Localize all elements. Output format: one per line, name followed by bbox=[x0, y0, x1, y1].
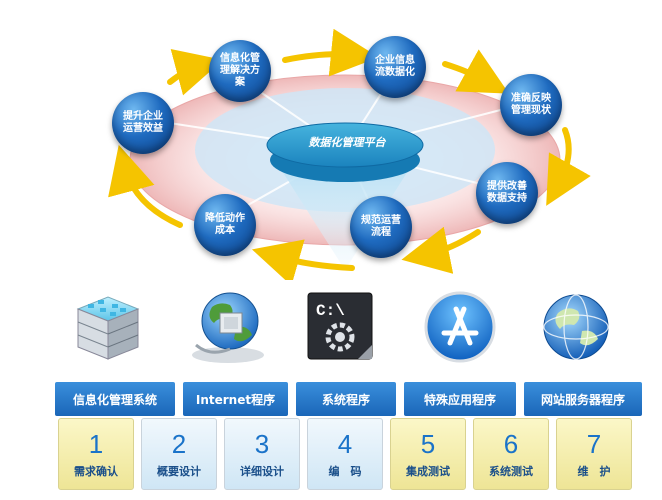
step-label: 详细设计 bbox=[240, 465, 284, 478]
node-improve-efficiency: 提升企业运营效益 bbox=[112, 92, 174, 154]
step-number: 5 bbox=[420, 429, 436, 459]
category-internet-program: Internet程序 bbox=[183, 382, 288, 416]
category-system-program: 系统程序 bbox=[296, 382, 396, 416]
server-stack-icon bbox=[58, 282, 158, 372]
step-maintenance: 7 维 护 bbox=[556, 418, 632, 490]
step-label: 编 码 bbox=[328, 465, 362, 478]
step-system-test: 6 系统测试 bbox=[473, 418, 549, 490]
step-label: 维 护 bbox=[577, 465, 611, 478]
step-label: 概要设计 bbox=[157, 465, 201, 478]
step-label: 需求确认 bbox=[74, 465, 118, 478]
cycle-arrows bbox=[108, 28, 591, 280]
network-globe-icon bbox=[178, 282, 278, 372]
node-standardize-operation: 规范运营流程 bbox=[350, 196, 412, 258]
category-web-server-program: 网站服务器程序 bbox=[524, 382, 642, 416]
web-globe-icon bbox=[526, 282, 626, 372]
program-category-bar: 信息化管理系统 Internet程序 系统程序 特殊应用程序 网站服务器程序 bbox=[0, 382, 662, 418]
command-prompt-icon: C:\ bbox=[290, 282, 390, 372]
platform-cone bbox=[275, 160, 415, 270]
step-number: 3 bbox=[254, 429, 270, 459]
category-special-application: 特殊应用程序 bbox=[404, 382, 516, 416]
step-number: 4 bbox=[337, 429, 353, 459]
category-info-management-system: 信息化管理系统 bbox=[55, 382, 175, 416]
step-label: 系统测试 bbox=[489, 465, 533, 478]
step-outline-design: 2 概要设计 bbox=[141, 418, 217, 490]
step-number: 2 bbox=[171, 429, 187, 459]
node-reflect-management-status: 准确反映管理现状 bbox=[500, 74, 562, 136]
step-label: 集成测试 bbox=[406, 465, 450, 478]
node-reduce-cost: 降低动作成本 bbox=[194, 194, 256, 256]
process-cycle-diagram: 数据化管理平台 信息化管理解决方案 企业信息流数据化 准确反映管理现状 提供改善… bbox=[108, 28, 591, 280]
step-number: 1 bbox=[88, 429, 104, 459]
step-number: 7 bbox=[586, 429, 602, 459]
node-info-management-solution: 信息化管理解决方案 bbox=[209, 40, 271, 102]
step-detailed-design: 3 详细设计 bbox=[224, 418, 300, 490]
step-requirement-confirmation: 1 需求确认 bbox=[58, 418, 134, 490]
node-enterprise-info-flow: 企业信息流数据化 bbox=[364, 36, 426, 98]
platform-top bbox=[266, 122, 424, 168]
app-store-icon bbox=[410, 282, 510, 372]
development-steps: 1 需求确认 2 概要设计 3 详细设计 4 编 码 5 集成测试 6 系统测试… bbox=[0, 418, 662, 498]
center-platform-label: 数据化管理平台 bbox=[308, 136, 386, 149]
icon-row: C:\ bbox=[0, 282, 662, 372]
step-coding: 4 编 码 bbox=[307, 418, 383, 490]
step-integration-test: 5 集成测试 bbox=[390, 418, 466, 490]
node-improvement-data-support: 提供改善数据支持 bbox=[476, 162, 538, 224]
cmd-prompt-text: C:\ bbox=[316, 302, 345, 320]
step-number: 6 bbox=[503, 429, 519, 459]
